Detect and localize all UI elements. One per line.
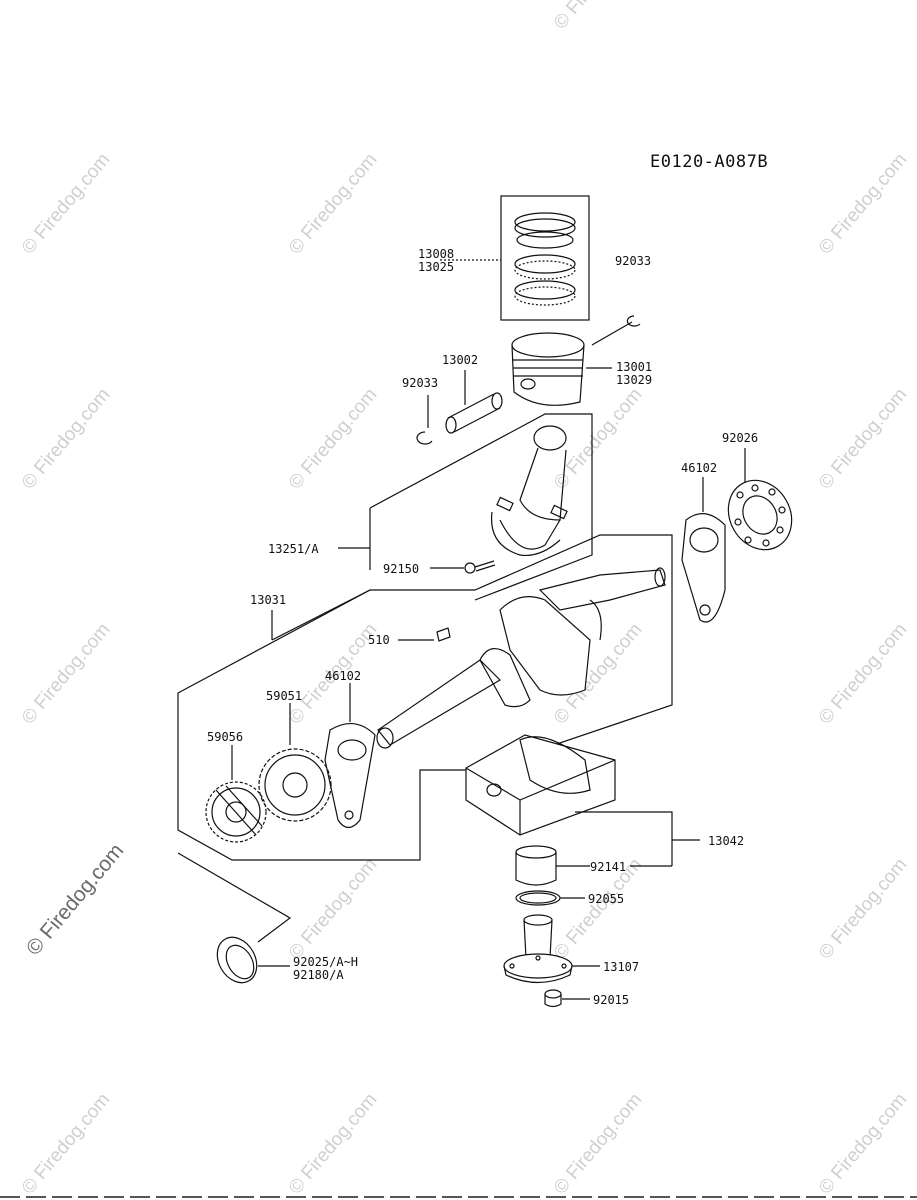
balance-plate-icon [324, 723, 376, 829]
crankcase-block-icon [465, 734, 616, 836]
diagram-code: E0120-A087B [650, 152, 769, 172]
part-label: 92033 [402, 376, 438, 390]
gear-icon [258, 748, 332, 822]
part-label: 92033 [615, 254, 651, 268]
balance-plate-icon [681, 513, 726, 623]
part-label: 92150 [383, 562, 419, 576]
sleeve-icon [515, 845, 557, 886]
part-label: 59056 [207, 730, 243, 744]
helical-gear-icon [205, 781, 267, 843]
part-label: 92055 [588, 892, 624, 906]
connecting-rod-icon [490, 425, 568, 557]
rod-bolt-icon [464, 560, 496, 574]
circlip-icon [416, 431, 433, 445]
nut-icon [544, 989, 562, 1008]
part-label: 13008 [418, 247, 454, 261]
bottom-border [0, 1196, 917, 1198]
circlip-icon [626, 315, 641, 327]
shim-washer-icon [216, 936, 258, 984]
part-label: 92141 [590, 860, 626, 874]
thrust-washer-icon [727, 479, 793, 551]
part-label: 13001 [616, 360, 652, 374]
part-label: 13107 [603, 960, 639, 974]
part-label: 13042 [708, 834, 744, 848]
part-label: 92180/A [293, 968, 344, 982]
crankshaft-icon [376, 567, 666, 749]
part-label: 92026 [722, 431, 758, 445]
part-label: 13251/A [268, 542, 319, 556]
part-label: 510 [368, 633, 390, 647]
part-label: 92025/A~H [293, 955, 358, 969]
piston-rings-icon [514, 212, 576, 306]
part-label: 59051 [266, 689, 302, 703]
part-label: 13029 [616, 373, 652, 387]
part-label: 13025 [418, 260, 454, 274]
part-label: 13031 [250, 593, 286, 607]
woodruff-key-icon [436, 627, 451, 642]
piston-icon [511, 332, 585, 406]
flanged-shaft-icon [503, 914, 573, 984]
piston-pin-icon [445, 392, 503, 434]
part-label: 13002 [442, 353, 478, 367]
part-label: 92015 [593, 993, 629, 1007]
part-label: 46102 [681, 461, 717, 475]
part-label: 46102 [325, 669, 361, 683]
ring-set-box [500, 195, 590, 321]
